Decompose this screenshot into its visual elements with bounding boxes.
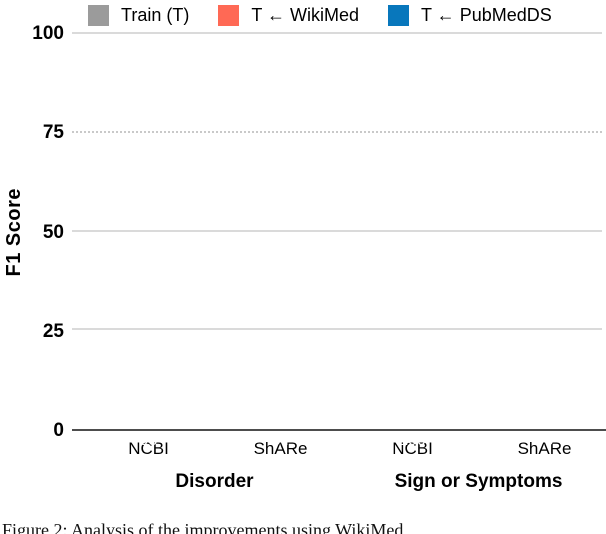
y-tick-label: 75 [42, 122, 64, 144]
x-tick-label: ShARe [517, 439, 572, 458]
legend-item: T ← PubMedDS [388, 4, 552, 26]
bars-row: 63 95 75 75 84 95 100 89 84 96 94 [72, 34, 606, 449]
group-label: Sign or Symptoms [394, 471, 563, 492]
bar-value-label: 84 [271, 432, 290, 449]
bar-value-label: 94 [575, 432, 594, 449]
legend-label: T ← WikiMed [251, 4, 360, 25]
bar-value-label: 100 [399, 432, 426, 449]
bar-value-label: 95 [139, 432, 158, 449]
y-tick-label: 25 [42, 320, 64, 342]
gridline [72, 32, 602, 34]
group-label: Disorder [175, 471, 254, 492]
legend-item: T ← WikiMed [218, 4, 360, 26]
gridline [72, 130, 602, 133]
legend-label: Train (T) [121, 4, 190, 25]
y-axis-title-column: F1 Score [0, 34, 28, 431]
bar-value-label: 63 [99, 432, 118, 449]
gridline [72, 328, 602, 331]
legend-item: Train (T) [88, 4, 190, 26]
x-tick-label: ShARe [253, 439, 308, 458]
y-tick-label: 0 [53, 420, 64, 441]
bar-value-label: 75 [179, 432, 198, 449]
plot-area: 63 95 75 75 84 95 100 89 84 96 94 [72, 32, 606, 449]
bar-value-label: 89 [443, 432, 462, 449]
bar-value-label: 84 [495, 432, 514, 449]
figure-caption: Figure 2: Analysis of the improvements u… [2, 520, 404, 534]
x-tick-label: NCBI [128, 439, 169, 458]
chart-legend: Train (T) T ← WikiMed T ← PubMedDS [88, 4, 606, 26]
bar-value-label: 95 [311, 432, 330, 449]
x-axis-group-labels: Disorder Sign or Symptoms [90, 471, 606, 493]
y-tick-label: 100 [32, 23, 64, 44]
legend-swatch [388, 4, 410, 26]
y-axis-title: F1 Score [2, 188, 25, 277]
bar-chart: F1 Score 0 25 50 75 100 63 95 75 75 84 95 100 89 84 9… [0, 24, 606, 449]
y-tick-label: 50 [42, 221, 64, 243]
bar-value-label: 75 [231, 432, 250, 449]
y-axis-ticks: 0 25 50 75 100 [28, 24, 72, 440]
bar-value-label: 96 [535, 432, 554, 449]
x-tick-label: NCBI [392, 439, 433, 458]
gridline [72, 229, 602, 232]
x-axis-tick-labels: NCBI ShARe NCBI ShARe [90, 439, 606, 459]
legend-swatch [88, 4, 109, 26]
legend-swatch [218, 4, 240, 26]
legend-label: T ← PubMedDS [421, 4, 552, 25]
